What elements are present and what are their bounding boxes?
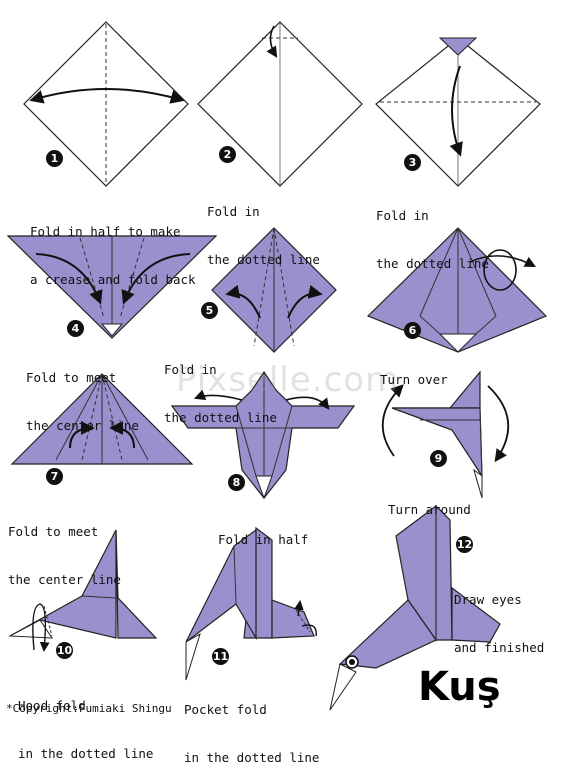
step-10-figure xyxy=(8,529,158,652)
caption-line: the dotted line xyxy=(376,256,489,271)
caption-line: Fold in half to make xyxy=(30,224,181,239)
step-9-number: 9 xyxy=(430,450,447,467)
step-2-number: 2 xyxy=(219,146,236,163)
caption-line: Hood fold xyxy=(18,698,86,713)
caption-line: Pocket fold xyxy=(184,702,267,717)
step-7-figure xyxy=(10,373,194,465)
watermark: Pixselle.com xyxy=(176,360,400,400)
step-5-figure xyxy=(211,227,337,353)
caption-line: Fold to meet xyxy=(26,370,117,385)
step-2-figure xyxy=(197,21,363,187)
caption-line: Fold in xyxy=(376,208,429,223)
step-10-number: 10 xyxy=(56,642,73,659)
step-12-figure xyxy=(329,504,501,711)
caption-line: Fold to meet xyxy=(8,524,99,539)
step-3-number: 3 xyxy=(404,154,421,171)
step-3-figure xyxy=(375,37,541,187)
step-4-number: 4 xyxy=(67,320,84,337)
caption-line: the dotted line xyxy=(207,252,320,267)
caption-line: and finished xyxy=(454,640,545,655)
step-6-number: 6 xyxy=(404,322,421,339)
step-4-caption: Fold to meet the center line xyxy=(26,338,139,450)
step-11-number: 11 xyxy=(212,648,229,665)
step-11-figure xyxy=(185,526,317,681)
step-8-caption: Fold in half xyxy=(218,500,308,564)
step-12-number: 12 xyxy=(456,536,473,553)
step-7-caption: Fold to meet the center line xyxy=(8,492,121,604)
step-2-caption: Fold in the dotted line xyxy=(207,172,320,284)
copyright-text: *Copyright:Fumiaki Shingu xyxy=(6,702,172,715)
caption-line: Fold in half xyxy=(218,532,309,547)
caption-line: in the dotted line xyxy=(184,750,320,765)
caption-line: Fold in xyxy=(207,204,260,219)
step-4-figure xyxy=(6,235,218,339)
caption-line: the dotted line xyxy=(164,410,277,425)
step-3-caption: Fold in the dotted line xyxy=(376,176,489,288)
step-7-number: 7 xyxy=(46,468,63,485)
step-6-figure xyxy=(366,227,548,353)
page-title: Kuş xyxy=(418,664,501,710)
step-6-caption: Turn over xyxy=(380,340,448,404)
step-12-caption: Draw eyes and finished xyxy=(454,560,544,672)
step-1-number: 1 xyxy=(46,150,63,167)
caption-line: the center line xyxy=(8,572,121,587)
step-8-figure xyxy=(170,370,356,500)
step-10-caption: Hood fold in the dotted line xyxy=(18,666,153,778)
caption-line: the center line xyxy=(26,418,139,433)
step-1-caption: Fold in half to make a crease and fold b… xyxy=(30,192,196,304)
step-5-number: 5 xyxy=(201,302,218,319)
step-9-caption: Turn around xyxy=(388,470,471,534)
step-8-number: 8 xyxy=(228,474,245,491)
step-11-caption: Pocket fold in the dotted line xyxy=(184,670,319,782)
step-9-figure xyxy=(381,370,510,499)
caption-line: Turn over xyxy=(380,372,448,387)
caption-line: Turn around xyxy=(388,502,471,517)
caption-line: a crease and fold back xyxy=(30,272,196,287)
caption-line: Fold in xyxy=(164,362,217,377)
step-5-caption: Fold in the dotted line xyxy=(164,330,277,442)
caption-line: Draw eyes xyxy=(454,592,522,607)
step-1-figure xyxy=(23,21,189,187)
caption-line: in the dotted line xyxy=(18,746,154,761)
origami-diagram xyxy=(6,21,548,711)
